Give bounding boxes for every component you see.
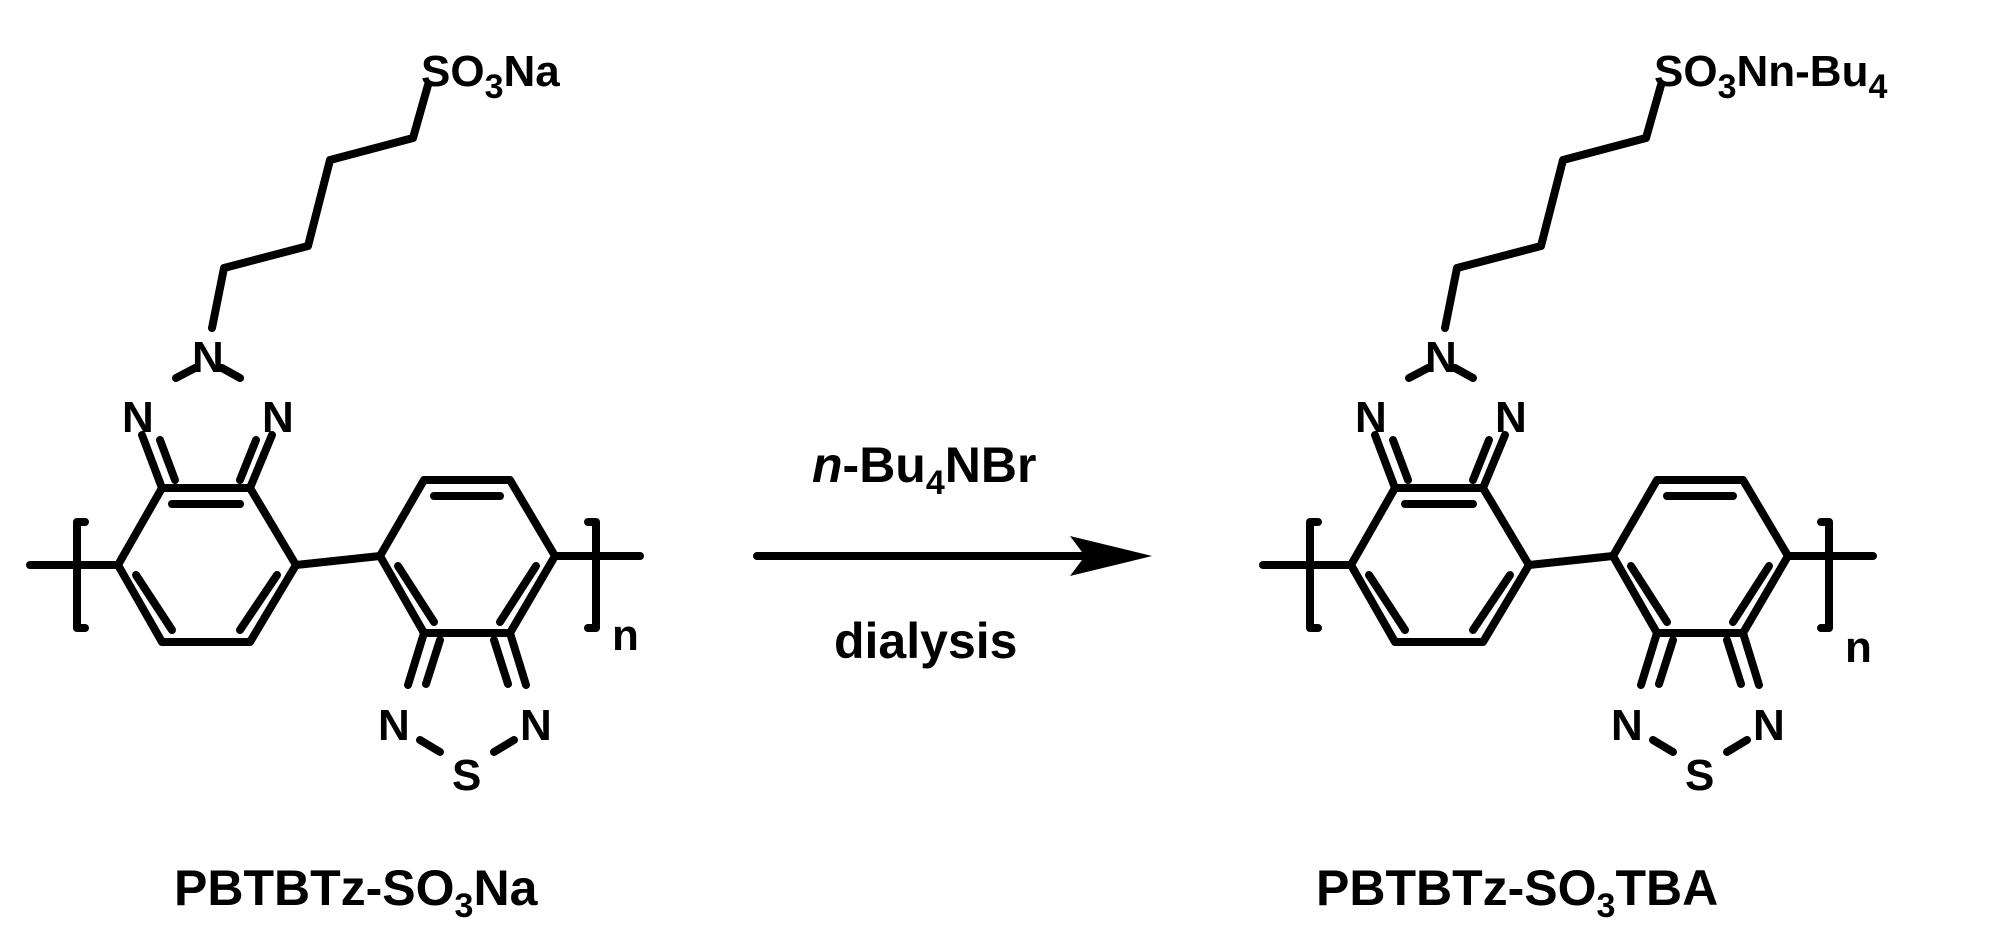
reactant-n-top: N bbox=[192, 333, 224, 382]
reactant-bond bbox=[236, 571, 281, 634]
reactant-bond bbox=[218, 364, 244, 382]
product-s-atom: S bbox=[1685, 751, 1714, 800]
product-bond bbox=[1649, 736, 1677, 756]
reactant-bond bbox=[490, 636, 512, 688]
reactant-bond bbox=[404, 629, 428, 689]
reactant-n-btd-right: N bbox=[520, 701, 552, 750]
reactant-structure: SO3Na N N N N N S n bbox=[26, 47, 644, 800]
condition-label: dialysis bbox=[834, 613, 1017, 669]
reactant-n-btd-left: N bbox=[378, 701, 410, 750]
reactant-bond bbox=[422, 636, 444, 688]
reactant-alkyl-chain bbox=[208, 81, 432, 332]
reactant-bond bbox=[138, 431, 166, 492]
product-bond bbox=[1723, 736, 1751, 756]
product-bond bbox=[1525, 552, 1617, 569]
product-bond bbox=[1371, 431, 1399, 492]
product-bond bbox=[1469, 571, 1514, 634]
reactant-bond bbox=[132, 571, 176, 634]
product-bond bbox=[1479, 431, 1509, 492]
reactant-bond bbox=[506, 629, 530, 689]
reactant-bond bbox=[416, 736, 444, 756]
product-bracket-left bbox=[1306, 518, 1322, 632]
reagent-label: n-Bu4NBr bbox=[812, 437, 1036, 502]
product-name: PBTBTz-SO3TBA bbox=[1316, 860, 1718, 925]
reactant-benzene-ring-1 bbox=[114, 484, 300, 646]
reaction-arrow-group: n-Bu4NBr dialysis bbox=[753, 437, 1152, 669]
product-n-left: N bbox=[1355, 393, 1387, 442]
product-n-btd-left: N bbox=[1611, 701, 1643, 750]
reactant-bond bbox=[496, 562, 540, 626]
product-bracket-right bbox=[1817, 518, 1833, 632]
reactant-n-right: N bbox=[262, 393, 294, 442]
reactant-repeat-n: n bbox=[612, 611, 639, 660]
product-bond bbox=[1389, 436, 1412, 484]
product-sulfonate-label: SO3Nn-Bu4 bbox=[1654, 47, 1887, 106]
product-benzene-ring-1 bbox=[1347, 484, 1533, 646]
reactant-bond bbox=[394, 562, 438, 626]
product-benzene-ring-2 bbox=[1609, 476, 1792, 637]
product-alkyl-chain bbox=[1441, 81, 1665, 332]
reactant-s-atom: S bbox=[452, 751, 481, 800]
reactant-bracket-right bbox=[584, 518, 600, 632]
product-bond bbox=[1405, 364, 1432, 382]
reactant-bracket-left bbox=[73, 518, 89, 632]
product-bond bbox=[1739, 629, 1763, 689]
product-bond bbox=[1655, 636, 1677, 688]
reactant-bond bbox=[236, 436, 260, 484]
reactant-n-left: N bbox=[122, 393, 154, 442]
product-bond bbox=[1451, 364, 1477, 382]
product-bond bbox=[1729, 562, 1773, 626]
product-n-right: N bbox=[1495, 393, 1527, 442]
reactant-benzene-ring-2 bbox=[376, 476, 559, 637]
product-n-top: N bbox=[1425, 333, 1457, 382]
reactant-sulfonate-label: SO3Na bbox=[421, 47, 560, 106]
product-bond bbox=[1723, 636, 1745, 688]
reactant-name: PBTBTz-SO3Na bbox=[174, 860, 539, 925]
product-structure: SO3Nn-Bu4 N N N N N S n bbox=[1259, 47, 1887, 800]
product-n-btd-right: N bbox=[1753, 701, 1785, 750]
product-bond bbox=[1469, 436, 1493, 484]
product-bond bbox=[1365, 571, 1409, 634]
reactant-bond bbox=[246, 431, 276, 492]
arrow-head bbox=[1070, 536, 1152, 576]
product-repeat-n: n bbox=[1845, 623, 1872, 672]
reactant-bond bbox=[490, 736, 518, 756]
reactant-bond bbox=[156, 436, 179, 484]
product-bond bbox=[1637, 629, 1661, 689]
product-bond bbox=[1627, 562, 1671, 626]
reactant-bond bbox=[292, 552, 384, 569]
reactant-bond bbox=[172, 364, 199, 382]
